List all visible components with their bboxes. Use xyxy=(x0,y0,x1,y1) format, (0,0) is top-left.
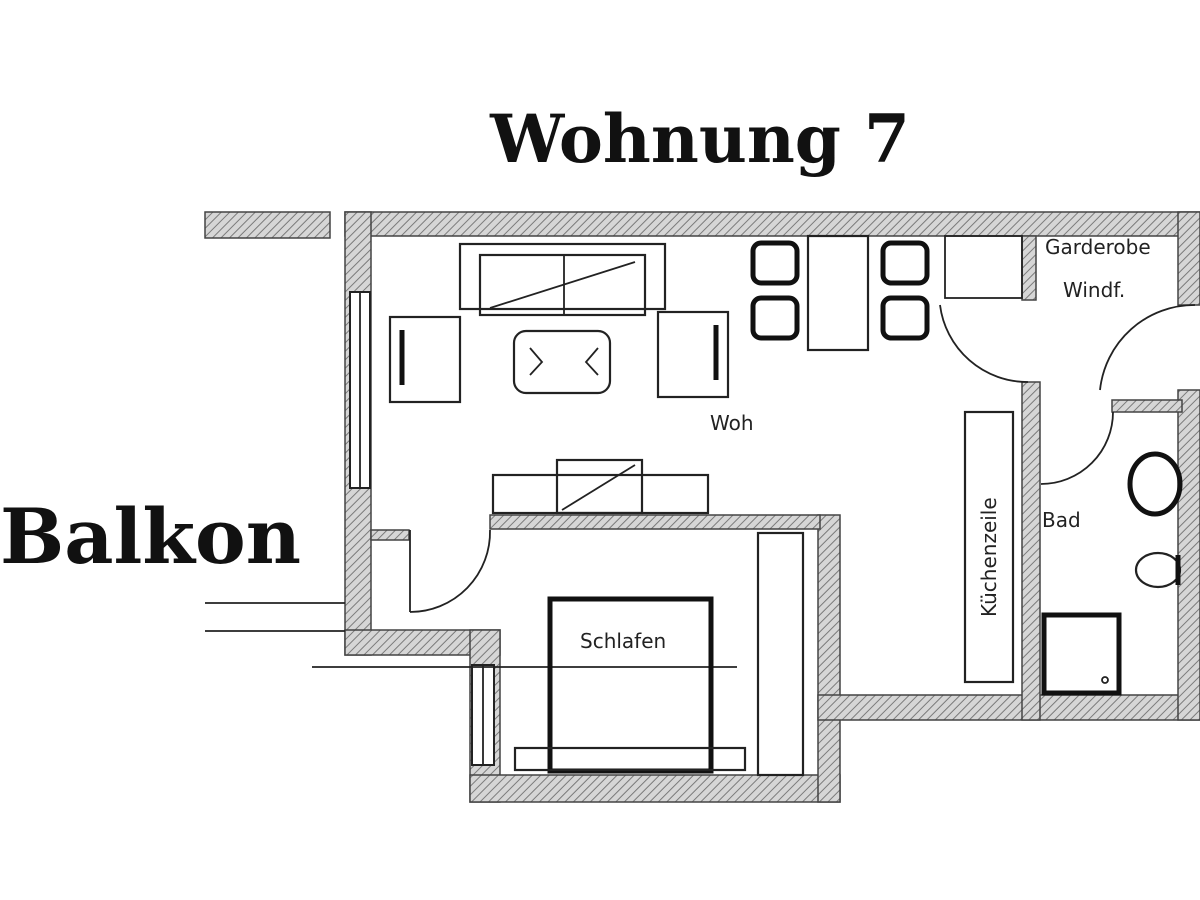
living-door-swing xyxy=(939,304,1029,383)
tv-unit xyxy=(555,458,644,515)
kitchen-bath-bottom-wall xyxy=(817,694,1200,721)
dining-set xyxy=(750,234,1023,352)
room-label-bath: Bad xyxy=(1042,508,1081,532)
garderobe-wall xyxy=(1021,235,1037,301)
wardrobe-closet xyxy=(944,235,1023,299)
entrance-door-swing xyxy=(1099,304,1196,391)
plan-title: Wohnung 7 xyxy=(489,100,910,178)
armchair-left xyxy=(388,315,462,404)
living-furniture xyxy=(388,242,730,515)
chair xyxy=(880,240,930,286)
coffee-table xyxy=(512,329,612,395)
bottom-wall xyxy=(469,774,841,803)
bath-partition-wall xyxy=(1021,381,1041,721)
room-label-kitchen: Küchenzeile xyxy=(977,497,1001,617)
door-swings xyxy=(409,304,1196,613)
bedroom-door-stub xyxy=(370,529,410,541)
kitchen-counter xyxy=(963,410,1015,684)
armchair-right xyxy=(656,310,730,399)
chair xyxy=(880,295,930,341)
room-label-garderobe: Garderobe xyxy=(1045,235,1151,259)
room-label-windfang: Windf. xyxy=(1063,278,1125,302)
right-wall-lower xyxy=(1177,389,1200,721)
balcony-lines xyxy=(205,602,737,668)
right-wall-upper xyxy=(1177,211,1200,306)
sideboard xyxy=(491,473,710,515)
chair xyxy=(750,295,800,341)
windows xyxy=(349,291,495,766)
top-wall xyxy=(344,211,1200,237)
sofa xyxy=(458,242,667,311)
balcony-label: Balkon xyxy=(0,492,301,581)
bedroom-door-swing xyxy=(409,529,491,613)
bed xyxy=(547,596,714,774)
chair xyxy=(750,240,800,286)
bedroom-wardrobe xyxy=(756,531,805,777)
balcony-wall xyxy=(204,211,331,239)
bedroom-right-wall xyxy=(817,514,841,803)
bath-top-wall xyxy=(1111,399,1183,413)
nightstands xyxy=(513,746,747,772)
room-label-bedroom: Schlafen xyxy=(580,629,666,653)
room-label-living: Woh xyxy=(710,411,754,435)
shower-tray xyxy=(1041,612,1122,696)
bath-door-swing xyxy=(1040,411,1114,485)
kitchen xyxy=(963,410,1015,684)
bath-fixtures xyxy=(1041,451,1183,696)
sink xyxy=(1127,451,1183,517)
bedroom-furniture xyxy=(513,531,805,777)
walls xyxy=(204,211,1200,803)
bedroom-top-wall xyxy=(489,514,821,530)
toilet xyxy=(1134,551,1182,589)
dining-table xyxy=(806,234,870,352)
